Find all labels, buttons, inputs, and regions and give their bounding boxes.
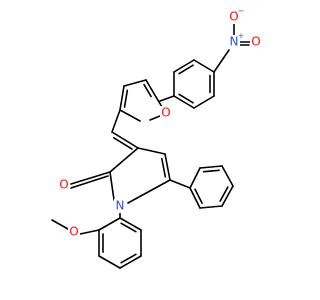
nitro-oxygen-top-label: O [229, 10, 238, 24]
pyrrolone-c5-n-bond [127, 179, 171, 204]
exocyclic-double-bond [111, 131, 139, 149]
molecule-diagram: O O N O N + [51, 7, 262, 269]
pyrrolone-bond [164, 153, 171, 181]
pyrrolone-n-c2-bond [109, 171, 115, 201]
phenyl-link-bond [169, 179, 191, 189]
methoxyphenyl-bond [98, 217, 121, 231]
carbonyl-oxygen-label: O [59, 178, 68, 192]
o-methyl-bond [51, 219, 69, 230]
nitro-oxygen-right-label: O [251, 35, 260, 49]
methoxy-oxygen-atom: O [68, 225, 80, 239]
nitrophenyl-bond-inner [178, 64, 194, 75]
vinyl-bond [111, 109, 121, 133]
nitrophenyl-bond [193, 59, 215, 73]
furan-bond [145, 79, 157, 98]
phenyl-bond [221, 185, 234, 207]
furan-oxygen-atom: O [160, 106, 172, 120]
nitrophenyl-bond [173, 59, 195, 73]
furan-c5-o-bond [155, 96, 163, 108]
furan-c-o-bond [119, 109, 141, 122]
furan-aryl-bond [159, 95, 175, 102]
phenyl-bond [189, 187, 201, 209]
furan-bond [123, 79, 147, 87]
atom-label-layer: O O N O N + [58, 7, 262, 239]
phenyl-bond-inner [202, 169, 220, 173]
pyrrole-nitrogen-atom: N [114, 199, 126, 213]
nitro-c-n-bond [213, 49, 230, 73]
phenyl-bond-inner [219, 186, 229, 202]
nitrophenyl-bond-inner [178, 93, 194, 104]
carbonyl-bond [70, 171, 111, 185]
furan-oxygen-label: O [161, 106, 170, 120]
structure-canvas: O O N O N + [51, 6, 262, 269]
furan-bond [119, 85, 125, 111]
carbonyl-oxygen-atom: O [58, 178, 70, 192]
phenyl-bond [189, 167, 201, 189]
furan-o-c-bond [149, 115, 161, 121]
bond-layer [51, 23, 251, 269]
methoxyphenyl-bond [98, 255, 121, 269]
nitro-oxygen-top-charge: − [238, 7, 245, 16]
carbonyl-bond-inner [70, 175, 109, 189]
methoxy-oxygen-label: O [69, 225, 78, 239]
nitrophenyl-bond [193, 95, 215, 109]
nitro-nitrogen-atom: N + [228, 32, 245, 49]
methoxyphenyl-bond-inner [120, 253, 137, 264]
methoxyphenyl-bond [119, 255, 142, 269]
methoxyphenyl-bond [119, 217, 142, 231]
pyrrolone-bond [109, 147, 139, 173]
phenyl-bond [199, 165, 223, 169]
exocyclic-double-bond-inner [113, 137, 133, 150]
nitro-nitrogen-charge: + [238, 32, 245, 41]
phenyl-bond-inner [194, 188, 203, 205]
phenyl-bond [221, 165, 234, 187]
nitro-nitrogen-label: N [230, 35, 239, 49]
aryl-o-bond [79, 229, 100, 235]
nitro-oxygen-right-atom: O [250, 35, 262, 49]
furan-bond-inner [143, 83, 152, 98]
methoxyphenyl-bond-inner [120, 222, 137, 233]
pyrrole-nitrogen-label: N [116, 199, 125, 213]
furan-bond-inner [123, 89, 129, 108]
nitro-oxygen-top-atom: O − [228, 7, 245, 24]
pyrrolone-bond [137, 147, 166, 155]
phenyl-bond [199, 205, 223, 209]
nitrophenyl-bond [173, 95, 195, 109]
pyrrolone-bond-inner [161, 157, 167, 178]
